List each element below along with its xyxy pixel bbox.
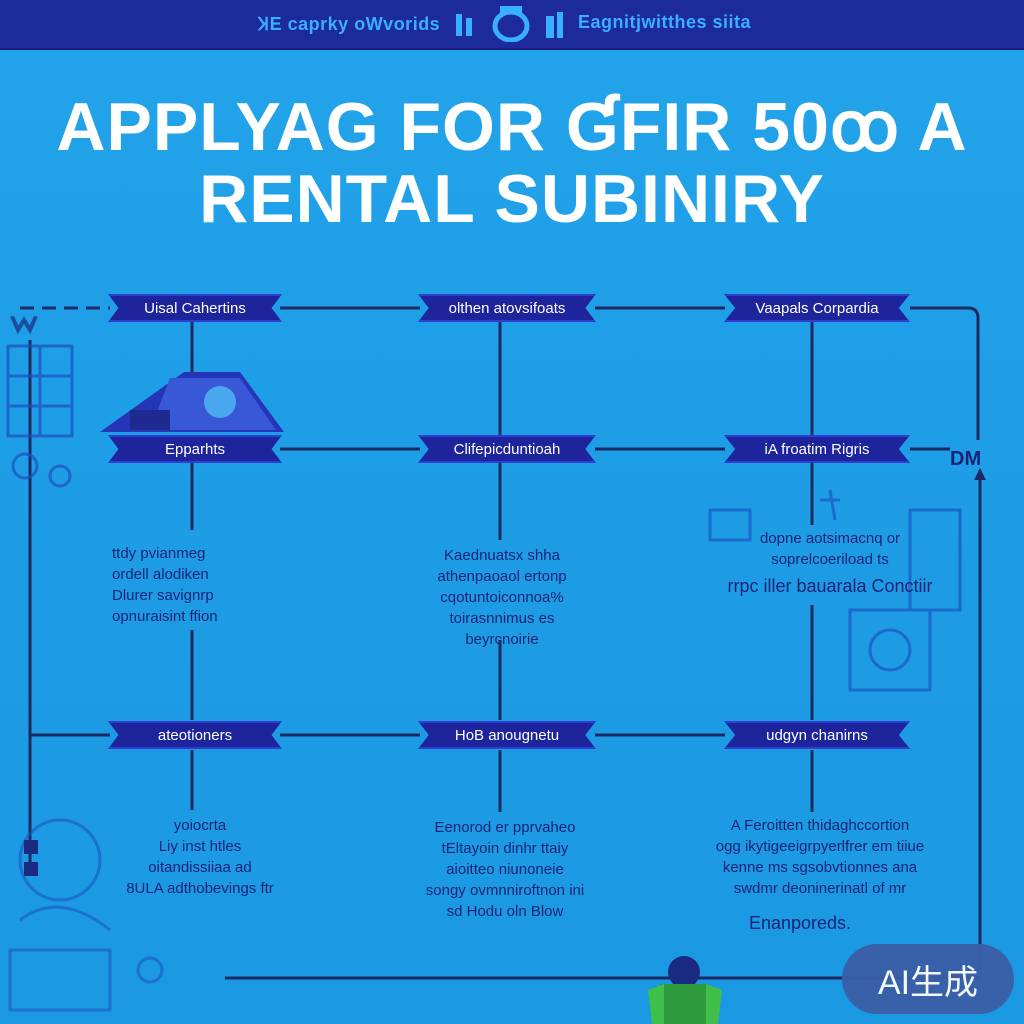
flow-node-r1c2: olthen atovsifoats xyxy=(418,294,596,322)
side-label-dm: DM xyxy=(950,448,982,470)
desc-mid-col3: dopne aotsimacnq or soprelcoeriload ts r… xyxy=(727,530,933,596)
main-title-line-1: APPLYAG FOR ƓFIR 50ꝏ A xyxy=(56,89,968,165)
top-header-bar: ꞰE caprky oWvorids Eagnitjwitthes siita xyxy=(0,0,1024,50)
flow-node-r3c2: HoB anougnetu xyxy=(418,721,596,749)
left-building-icon xyxy=(6,316,74,488)
desc-bot-col1: yoiocrta Liy inst htles oitandissiiaa ad… xyxy=(126,817,274,897)
ai-generated-badge: AI生成 xyxy=(842,944,1014,1014)
flow-node-r3c1: ateotioners xyxy=(108,721,282,749)
header-left-text: ꞰE caprky oWvorids xyxy=(258,14,441,34)
flow-node-r2c2: Clifepicduntioah xyxy=(418,435,596,463)
house-roof-illustration xyxy=(100,372,284,432)
desc-mid-col2: Kaednuatsx shha athenpaoaol ertonp cqotu… xyxy=(437,547,567,648)
flow-node-r3c3: udgyn chanirns xyxy=(724,721,910,749)
right-machine-icon xyxy=(708,489,962,692)
main-title-line-2: RENTAL SUBINIRY xyxy=(199,161,825,237)
flow-node-r2c1: Epparhts xyxy=(108,435,282,463)
left-bottom-decor-icon xyxy=(8,818,164,1012)
flow-node-r2c3: iA froatim Rigris xyxy=(724,435,910,463)
header-right-text: Eagnitjwitthes siita xyxy=(578,12,752,32)
desc-bot-col2: Eenorod er pprvaheo tEltayoin dinhr ttai… xyxy=(425,819,585,920)
flow-node-r1c1: Uisal Cahertins xyxy=(108,294,282,322)
flow-node-r1c3: Vaapals Corpardia xyxy=(724,294,910,322)
desc-bot-col3: A Feroitten thidaghccortion ogg ikytigee… xyxy=(715,817,925,933)
desc-mid-col1: ttdy pvianmeg ordell alodiken Dlurer sav… xyxy=(112,545,218,625)
logo-icon xyxy=(456,6,563,42)
bottom-center-plant-icon xyxy=(648,956,722,1024)
